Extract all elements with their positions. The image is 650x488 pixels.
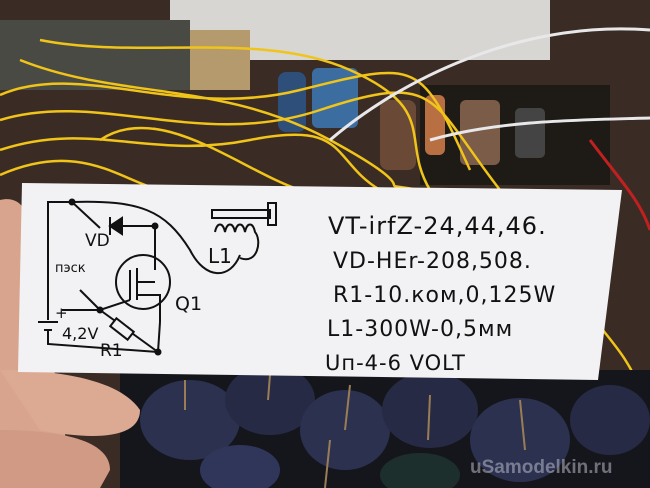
label-vd: VD	[85, 231, 110, 251]
button-contact	[79, 289, 99, 309]
wire-left	[47, 201, 101, 310]
spec-inductor: L1-300W-0,5мм	[327, 317, 513, 342]
label-battery-plus: +	[55, 304, 68, 322]
spec-resistor: R1-10.ком,0,125W	[333, 283, 556, 308]
inductor-coil	[214, 223, 260, 261]
capacitor-row	[120, 365, 650, 488]
watermark: uSamodelkin.ru	[470, 457, 613, 478]
spec-transistor: VT-irfZ-24,44,46.	[328, 212, 547, 240]
resistor-symbol	[108, 316, 136, 342]
label-q1: Q1	[175, 293, 202, 315]
pin-header	[0, 20, 190, 90]
spec-diode: VD-HEr-208,508.	[333, 249, 532, 274]
transistor-circle	[115, 254, 171, 310]
label-button: пэск	[55, 261, 86, 276]
inductor-core	[211, 209, 271, 219]
label-battery-voltage: 4,2V	[62, 324, 98, 343]
red-wire	[588, 139, 650, 231]
wood-block	[180, 30, 250, 90]
component-specs: VT-irfZ-24,44,46. VD-HEr-208,508. R1-10.…	[325, 212, 556, 375]
spec-voltage: Uп-4-6 VOLT	[325, 351, 466, 375]
mosfet-symbol	[129, 268, 161, 322]
label-l1: L1	[208, 244, 232, 268]
white-wires	[329, 27, 650, 142]
inductor-core-end	[267, 202, 277, 226]
paper-card	[18, 183, 622, 380]
circuit-schematic	[38, 198, 277, 356]
wire-inductor	[71, 200, 241, 275]
diode-symbol	[108, 216, 123, 236]
label-r1: R1	[100, 341, 123, 361]
battery-symbol	[38, 310, 159, 353]
